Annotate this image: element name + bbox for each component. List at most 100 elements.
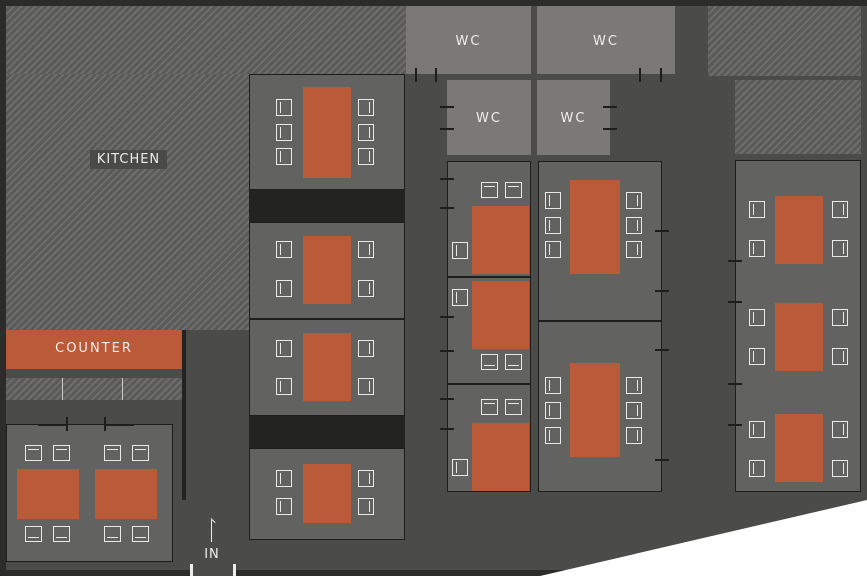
chair[interactable] — [545, 402, 561, 419]
bottom-wall — [236, 570, 566, 576]
door-mark — [440, 178, 454, 180]
wc-room — [537, 80, 610, 155]
chair[interactable] — [626, 217, 642, 234]
chair[interactable] — [832, 240, 848, 257]
chair[interactable] — [505, 182, 522, 198]
chair[interactable] — [626, 377, 642, 394]
door-mark — [440, 428, 454, 430]
chair[interactable] — [276, 241, 292, 258]
entrance-door — [233, 564, 236, 576]
chair[interactable] — [358, 498, 374, 515]
dining-table[interactable] — [95, 469, 157, 519]
chair[interactable] — [276, 498, 292, 515]
entrance-label: IN — [204, 547, 220, 562]
chair[interactable] — [626, 427, 642, 444]
dining-table[interactable] — [775, 414, 823, 482]
chair[interactable] — [749, 421, 765, 438]
dining-table[interactable] — [472, 281, 529, 349]
door-mark — [440, 207, 454, 209]
chair[interactable] — [545, 427, 561, 444]
chair[interactable] — [358, 378, 374, 395]
chair[interactable] — [545, 192, 561, 209]
door-mark — [66, 417, 68, 431]
chair[interactable] — [481, 399, 498, 415]
dining-table[interactable] — [303, 333, 351, 401]
chair[interactable] — [749, 201, 765, 218]
door-mark — [603, 128, 617, 130]
chair[interactable] — [358, 241, 374, 258]
wc-room — [537, 6, 675, 74]
chair[interactable] — [276, 124, 292, 141]
chair[interactable] — [626, 241, 642, 258]
chair[interactable] — [505, 399, 522, 415]
chair[interactable] — [358, 340, 374, 357]
dining-table[interactable] — [775, 303, 823, 371]
dining-table[interactable] — [775, 196, 823, 264]
wc-label: WC — [455, 34, 482, 49]
partition-wall — [249, 416, 405, 448]
chair[interactable] — [358, 148, 374, 165]
wc-label: WC — [476, 111, 502, 126]
chair[interactable] — [132, 526, 149, 542]
outer-wall — [0, 0, 867, 6]
chair[interactable] — [749, 309, 765, 326]
dining-table[interactable] — [303, 464, 351, 523]
counter-label: COUNTER — [55, 341, 133, 356]
chair[interactable] — [749, 240, 765, 257]
chair[interactable] — [626, 402, 642, 419]
chair[interactable] — [104, 526, 121, 542]
chair[interactable] — [749, 348, 765, 365]
chair[interactable] — [545, 217, 561, 234]
chair[interactable] — [452, 242, 468, 259]
counter-bar — [6, 330, 182, 369]
chair[interactable] — [53, 445, 70, 461]
chair[interactable] — [276, 148, 292, 165]
chair[interactable] — [832, 201, 848, 218]
dining-table[interactable] — [570, 363, 620, 457]
chair[interactable] — [276, 378, 292, 395]
chair[interactable] — [626, 192, 642, 209]
chair[interactable] — [481, 182, 498, 198]
chair[interactable] — [358, 280, 374, 297]
wc-room — [406, 6, 531, 74]
chair[interactable] — [358, 99, 374, 116]
chair[interactable] — [276, 340, 292, 357]
chair[interactable] — [53, 526, 70, 542]
door-mark — [639, 68, 641, 82]
chair[interactable] — [832, 309, 848, 326]
chair[interactable] — [832, 421, 848, 438]
chair[interactable] — [545, 377, 561, 394]
kitchen-area — [6, 6, 406, 74]
chair[interactable] — [832, 348, 848, 365]
dining-table[interactable] — [472, 206, 529, 274]
dining-table[interactable] — [17, 469, 79, 519]
chair[interactable] — [25, 526, 42, 542]
dining-table[interactable] — [570, 180, 620, 274]
chair[interactable] — [104, 445, 121, 461]
chair[interactable] — [452, 289, 468, 306]
chair[interactable] — [276, 99, 292, 116]
dining-table[interactable] — [303, 236, 351, 304]
chair[interactable] — [358, 470, 374, 487]
door-mark — [440, 398, 454, 400]
chair[interactable] — [452, 459, 468, 476]
door-mark — [728, 424, 742, 426]
chair[interactable] — [276, 470, 292, 487]
chair[interactable] — [832, 460, 848, 477]
dining-table[interactable] — [472, 423, 529, 491]
entrance-door — [190, 564, 193, 576]
chair[interactable] — [358, 124, 374, 141]
door-mark — [38, 424, 68, 426]
chair[interactable] — [545, 241, 561, 258]
divider — [62, 378, 63, 400]
door-mark — [415, 68, 417, 82]
outer-wall — [0, 0, 6, 576]
dining-table[interactable] — [303, 87, 351, 178]
counter-seating-strip — [6, 378, 182, 400]
chair[interactable] — [276, 280, 292, 297]
chair[interactable] — [749, 460, 765, 477]
chair[interactable] — [132, 445, 149, 461]
chair[interactable] — [505, 354, 522, 370]
chair[interactable] — [25, 445, 42, 461]
chair[interactable] — [481, 354, 498, 370]
